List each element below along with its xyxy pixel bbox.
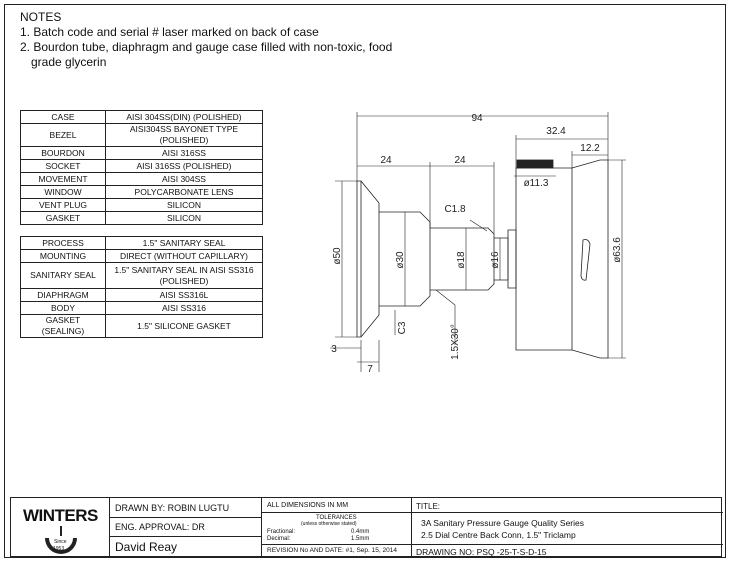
flange-taper	[360, 180, 380, 338]
spec-label: MOUNTING	[20, 249, 106, 263]
tolerances-note: (unless otherwise stated)	[301, 521, 357, 527]
dimension-lines	[330, 112, 626, 372]
spec-value: POLYCARBONATE LENS	[105, 185, 263, 199]
spec-value: SILICON	[105, 211, 263, 225]
dim-socket-length: 24	[454, 155, 466, 166]
tolerances-heading: TOLERANCES	[316, 515, 357, 521]
spec-value: DIRECT (WITHOUT CAPILLARY)	[105, 249, 263, 263]
signature: David Reay	[115, 540, 178, 554]
spec-value: AISI 316SS	[105, 146, 263, 160]
note-3: grade glycerin	[31, 55, 107, 69]
gauge-back	[571, 159, 609, 359]
dim-stem-diameter: ø18	[456, 251, 467, 269]
notes: NOTES 1. Batch code and serial # laser m…	[20, 10, 392, 70]
socket-body	[379, 211, 431, 307]
spec-label: CASE	[20, 110, 106, 124]
dim-neck-diameter: ø16	[490, 251, 501, 269]
spec-value-line2: (POLISHED)	[159, 275, 209, 286]
spec-value: AISI SS316	[105, 301, 263, 315]
notes-heading: NOTES	[20, 10, 62, 24]
spec-value: SILICON	[105, 198, 263, 212]
drawing-frame	[4, 4, 726, 558]
gauge-case	[515, 167, 573, 351]
spec-label: BEZEL	[20, 123, 106, 147]
dim-taper-length: 7	[367, 364, 373, 375]
flange-outline	[356, 180, 362, 338]
decimal-value: 1.5mm	[351, 536, 370, 542]
dim-flange-thickness: 3	[331, 344, 337, 355]
spec-label: GASKET (SEALING)	[20, 314, 106, 338]
all-dimensions: ALL DIMENSIONS IN MM	[267, 502, 349, 509]
spec-label: GASKET	[20, 211, 106, 225]
spec-label: BOURDON	[20, 146, 106, 160]
spec-label: WINDOW	[20, 185, 106, 199]
dim-flange-diameter: ø50	[332, 247, 343, 265]
note-1: 1. Batch code and serial # laser marked …	[20, 25, 319, 39]
dim-overall: 94	[471, 113, 483, 124]
spec-value: AISI 304SS	[105, 172, 263, 186]
spec-label: VENT PLUG	[20, 198, 106, 212]
fractional-value: 0.4mm	[351, 529, 370, 535]
table-row: GASKET (SEALING)1.5" SILICONE GASKET	[20, 314, 263, 338]
spec-label: SOCKET	[20, 159, 106, 173]
spec-value: AISI 316SS (POLISHED)	[105, 159, 263, 173]
spec-label: DIAPHRAGM	[20, 288, 106, 302]
dim-chamfer-c18: C1.8	[444, 204, 466, 215]
dim-socket-diameter: ø30	[395, 251, 406, 269]
revision: REVISION No AND DATE: #1, Sep. 15, 2014	[267, 547, 397, 554]
logo-since: Since	[54, 539, 67, 545]
spec-label: SANITARY SEAL	[20, 262, 106, 289]
gauge-side-view-drawing: 94 32.4 12.2 24 24 ø11.3 C1.8 ø50 ø30 ø1…	[330, 112, 626, 375]
spec-value: AISI SS316L	[105, 288, 263, 302]
decimal-label: Decimal:	[267, 536, 291, 542]
spec-label: MOVEMENT	[20, 172, 106, 186]
connector-section	[507, 229, 517, 289]
dim-vent-diameter: ø11.3	[524, 178, 549, 189]
note-2: 2. Bourdon tube, diaphragm and gauge cas…	[20, 40, 393, 54]
eng-approval: ENG. APPROVAL: DR	[115, 522, 205, 532]
drawing-number: DRAWING NO: PSQ -25-T-S-D-15	[416, 547, 547, 557]
winters-logo: WINTERS	[23, 506, 98, 525]
logo-emblem	[45, 526, 77, 554]
spec-value: AISI 304SS(DIN) (POLISHED)	[105, 110, 263, 124]
spec-value-line1: 1.5" SANITARY SEAL IN AISI SS316	[114, 264, 254, 275]
dim-flange-length: 24	[380, 155, 392, 166]
dim-chamfer-angle: 1.5X30°	[450, 324, 461, 360]
stem-section	[430, 227, 495, 291]
title-line-2: 2.5 Dial Centre Back Conn, 1.5" Triclamp	[421, 530, 576, 540]
spec-value: 1.5" SANITARY SEAL	[105, 236, 263, 250]
case-slot	[580, 239, 591, 281]
spec-value: 1.5" SILICONE GASKET	[105, 314, 263, 338]
title-label: TITLE:	[416, 502, 441, 511]
spec-value: 1.5" SANITARY SEAL IN AISI SS316(POLISHE…	[105, 262, 263, 289]
logo-year: 1953	[53, 546, 65, 552]
vent-plug	[516, 159, 554, 169]
spec-label: PROCESS	[20, 236, 106, 250]
title-block: WINTERS Since 1953 DRAWN BY: ROBIN LUGTU…	[10, 497, 723, 557]
spec-label: BODY	[20, 301, 106, 315]
fractional-label: Fractional:	[267, 529, 296, 535]
dim-chamfer-c3: C3	[397, 321, 408, 334]
dim-case-diameter: ø63.6	[612, 237, 623, 263]
spec-value: AISI304SS BAYONET TYPE (POLISHED)	[105, 123, 263, 147]
drawn-by: DRAWN BY: ROBIN LUGTU	[115, 503, 230, 513]
dim-case-depth: 32.4	[546, 126, 566, 137]
title-line-1: 3A Sanitary Pressure Gauge Quality Serie…	[421, 518, 584, 528]
dim-back-depth: 12.2	[580, 143, 600, 154]
